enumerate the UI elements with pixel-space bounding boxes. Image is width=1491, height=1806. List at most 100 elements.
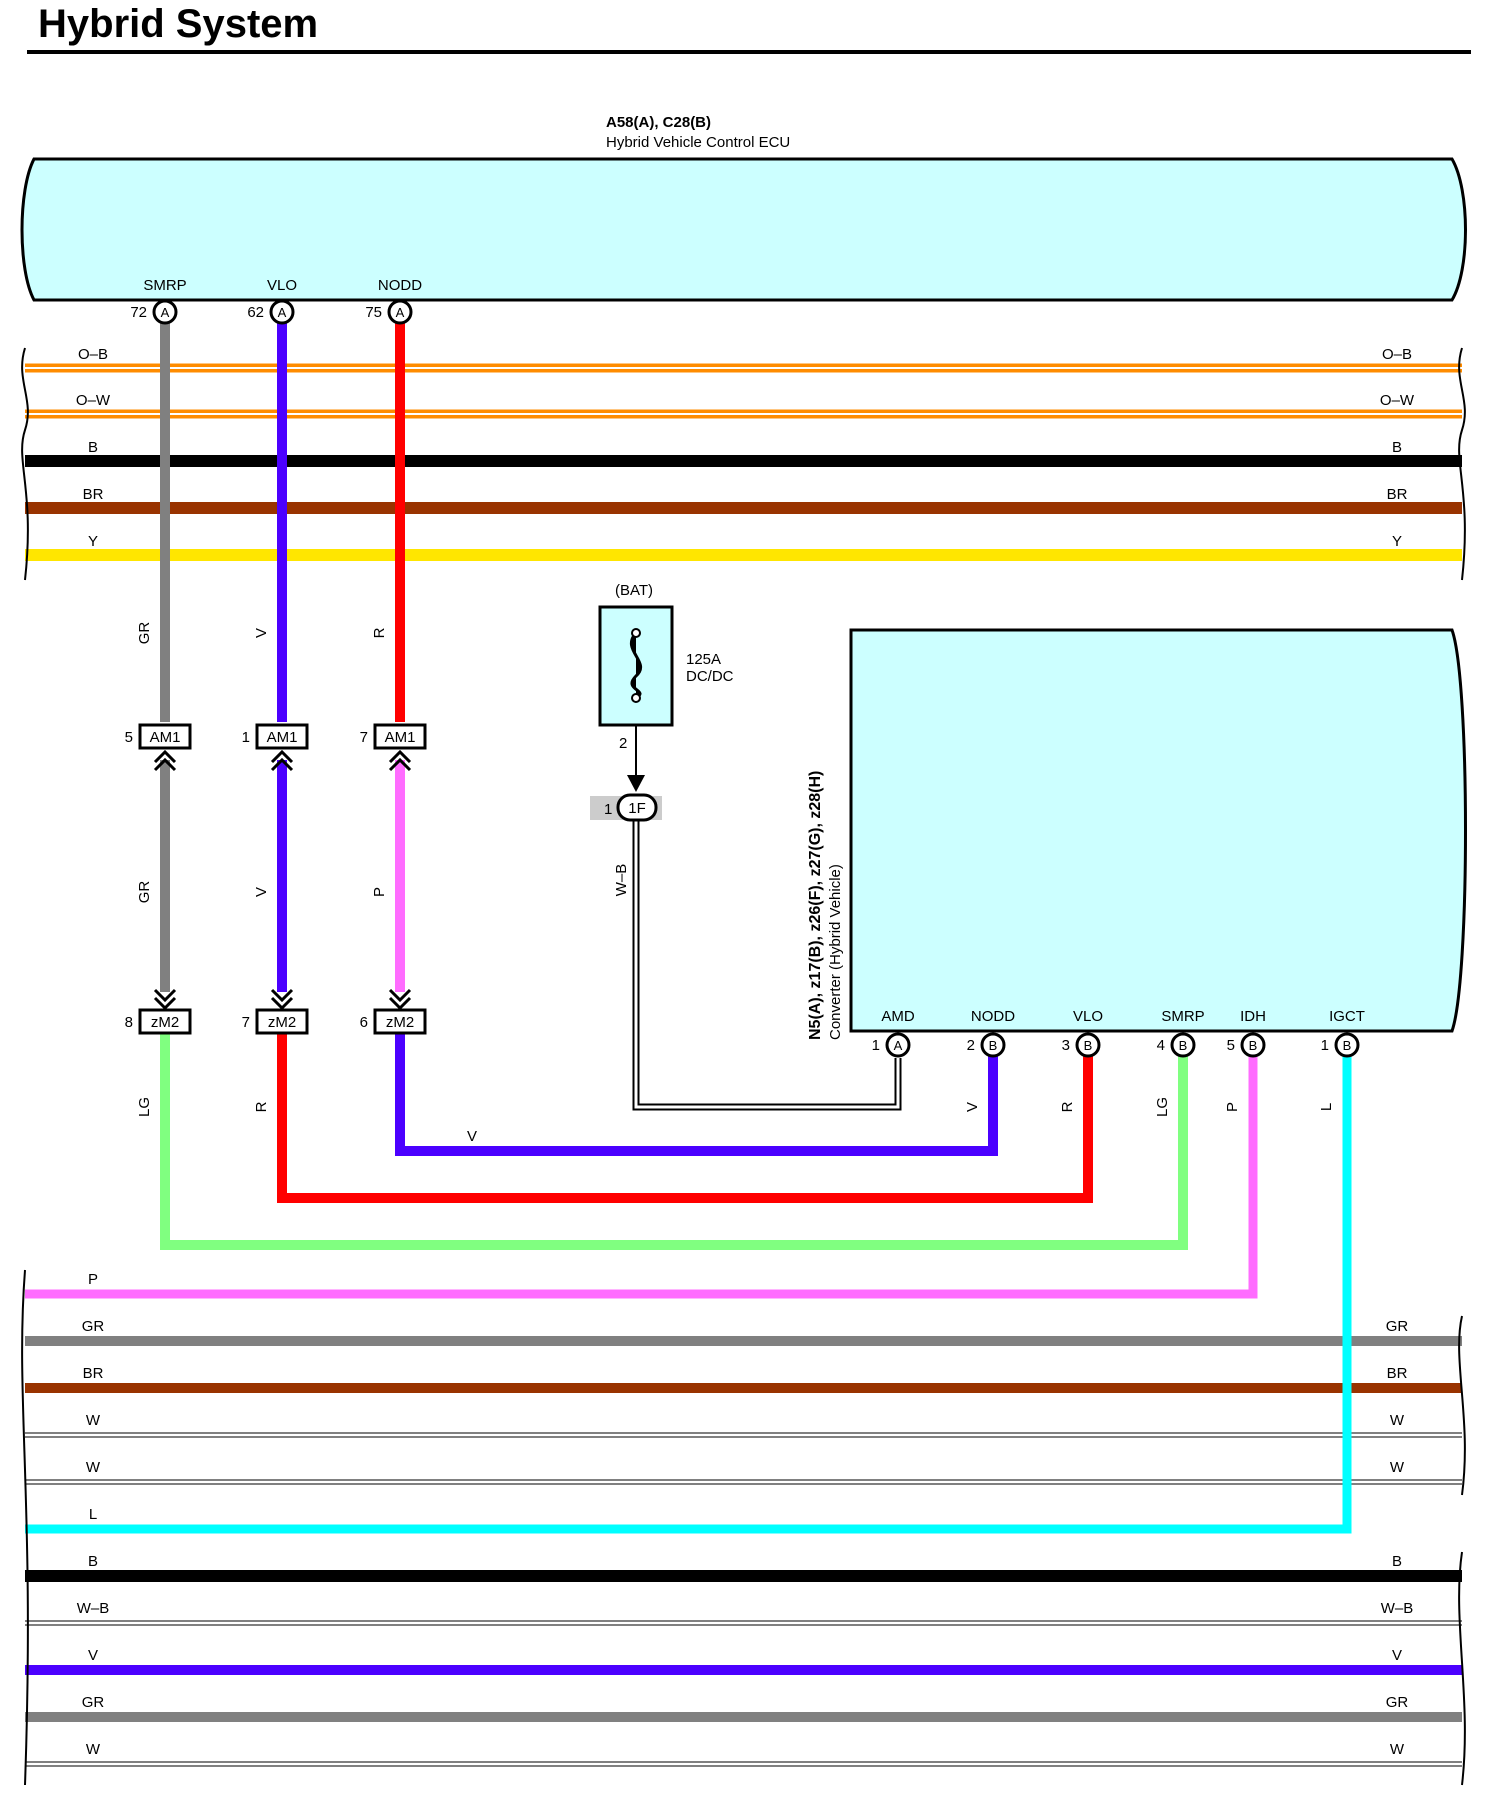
- ecu-pin-terminal: [269, 299, 295, 325]
- bus-label-left: P: [88, 1271, 98, 1288]
- converter-pin-connector: B: [989, 1038, 998, 1053]
- converter-pin-connector: B: [1249, 1038, 1258, 1053]
- am1-chevron-icon: [270, 749, 294, 772]
- wire-color-label: P: [1224, 1102, 1241, 1112]
- wire-color-label: R: [371, 627, 388, 638]
- bus-label-left: V: [88, 1647, 98, 1664]
- fuse-pin: 2: [619, 735, 627, 752]
- bus-label-right: W–B: [1381, 1600, 1414, 1617]
- converter-pin-number: 1: [872, 1037, 880, 1054]
- converter-box: [849, 628, 1467, 1033]
- junction-code: 1F: [628, 800, 646, 817]
- ecu-pin-number: 75: [365, 304, 382, 321]
- ecu-pin-number: 62: [247, 304, 264, 321]
- bus-label-left: W: [86, 1412, 101, 1429]
- ecu-pin-name: SMRP: [143, 277, 186, 294]
- bus-label-left: BR: [83, 486, 104, 503]
- converter-pin-name: VLO: [1073, 1008, 1103, 1025]
- wire-color-label: L: [1318, 1103, 1335, 1111]
- am1-connector: [138, 723, 192, 750]
- am1-pin: 7: [360, 729, 368, 746]
- wire-v-route: [395, 1030, 998, 1156]
- zm2-connector: [138, 1008, 192, 1035]
- wire-idh-route: [25, 1055, 1258, 1299]
- ecu-pin-terminal: [387, 299, 413, 325]
- bus-label-left: O–B: [78, 346, 108, 363]
- wire-color-label: R: [1059, 1101, 1076, 1112]
- am1-pin: 5: [125, 729, 133, 746]
- converter-pin-connector: B: [1343, 1038, 1352, 1053]
- converter-pin-number: 3: [1062, 1037, 1070, 1054]
- bus-label-right: Y: [1392, 533, 1402, 550]
- wire-label-wb: W–B: [613, 864, 630, 897]
- converter-pin-terminal: [1334, 1032, 1360, 1058]
- bus-label-left: L: [89, 1506, 97, 1523]
- wire-color-label: P: [371, 887, 388, 897]
- bus-break-right: [1458, 1315, 1466, 1496]
- wire-color-label: GR: [136, 622, 153, 645]
- bus-label-left: W: [86, 1459, 101, 1476]
- bus-label-right: BR: [1387, 1365, 1408, 1382]
- ecu-pin-connector: A: [396, 305, 405, 320]
- bus-label-right: BR: [1387, 486, 1408, 503]
- wire-color-label: V: [253, 628, 270, 638]
- converter-pin-terminal: [980, 1032, 1006, 1058]
- zm2-pin: 7: [242, 1014, 250, 1031]
- am1-chevron-icon: [388, 749, 412, 772]
- bus-label-left: GR: [82, 1694, 105, 1711]
- bus-label-left: BR: [83, 1365, 104, 1382]
- converter-pin-name: SMRP: [1161, 1008, 1204, 1025]
- ecu-box: [20, 157, 1467, 302]
- bus-label-left: B: [88, 1553, 98, 1570]
- bus-break-right: [1458, 347, 1466, 581]
- bus-label-right: W: [1390, 1741, 1405, 1758]
- converter-pin-name: NODD: [971, 1008, 1015, 1025]
- zm2-pin: 6: [360, 1014, 368, 1031]
- bus-label-right: V: [1392, 1647, 1402, 1664]
- wire-r-route: [277, 1030, 1093, 1203]
- fuse-rating: 125A: [686, 651, 721, 668]
- bus-label-right: O–W: [1380, 392, 1415, 409]
- wire-color-label: V: [964, 1102, 981, 1112]
- zm2-chevron-icon: [388, 988, 412, 1011]
- fuse-name: DC/DC: [686, 668, 734, 685]
- page-title: Hybrid System: [38, 2, 319, 46]
- ecu-pin-terminal: [152, 299, 178, 325]
- fuse-terminal-bottom: [631, 693, 641, 703]
- bus-label-right: B: [1392, 1553, 1402, 1570]
- bus-label-right: W: [1390, 1459, 1405, 1476]
- junction-pin: 1: [604, 801, 612, 818]
- converter-pin-connector: A: [894, 1038, 903, 1053]
- zm2-label: zM2: [268, 1014, 296, 1031]
- wire-color-label: GR: [136, 881, 153, 904]
- converter-pin-terminal: [1075, 1032, 1101, 1058]
- converter-pin-name: IDH: [1240, 1008, 1266, 1025]
- converter-pin-terminal: [885, 1032, 911, 1058]
- am1-pin: 1: [242, 729, 250, 746]
- ecu-pin-name: NODD: [378, 277, 422, 294]
- bus-label-left: W–B: [77, 1600, 110, 1617]
- wire-color-label: V: [467, 1128, 477, 1145]
- zm2-label: zM2: [386, 1014, 414, 1031]
- wire-color-label: V: [253, 887, 270, 897]
- fuse-arrow-icon: [627, 775, 645, 792]
- wire-color-label: R: [253, 1101, 270, 1112]
- zm2-connector: [373, 1008, 427, 1035]
- ecu-code: A58(A), C28(B): [606, 114, 711, 131]
- bus-label-left: B: [88, 439, 98, 456]
- bus-break-left: [21, 347, 29, 581]
- junction-oval: [616, 793, 658, 822]
- converter-pin-terminal: [1240, 1032, 1266, 1058]
- converter-name: Converter (Hybrid Vehicle): [827, 864, 844, 1040]
- am1-chevron-icon: [153, 749, 177, 772]
- bus-break-left: [21, 1269, 29, 1786]
- bus-label-left: GR: [82, 1318, 105, 1335]
- zm2-chevron-icon: [270, 988, 294, 1011]
- bus-break-right: [1458, 1551, 1466, 1786]
- converter-pin-name: IGCT: [1329, 1008, 1365, 1025]
- bus-label-right: B: [1392, 439, 1402, 456]
- zm2-chevron-icon: [153, 988, 177, 1011]
- fuse-icon: [629, 631, 643, 700]
